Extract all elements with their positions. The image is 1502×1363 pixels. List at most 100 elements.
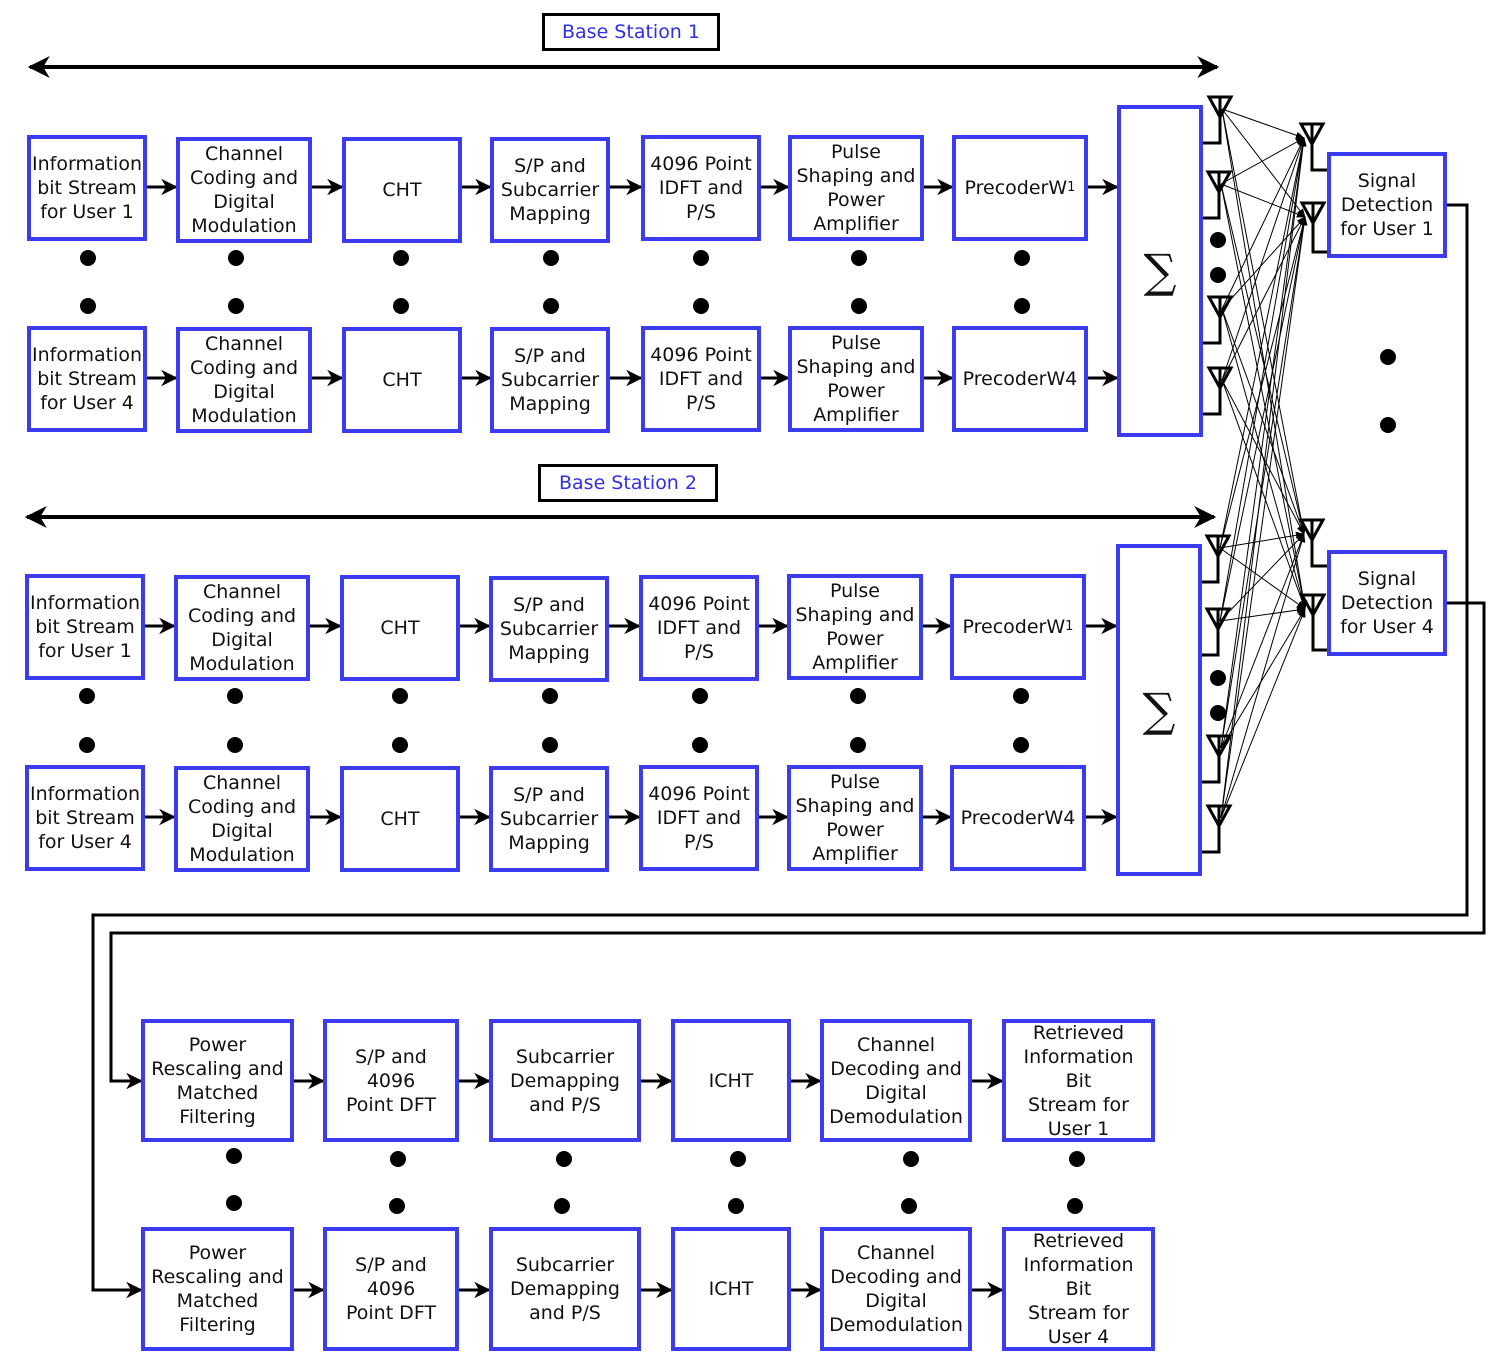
rx-power-rescaling-user4-block: Power Rescaling and Matched Filtering	[141, 1227, 294, 1351]
antenna-ellipsis-dot-1	[1210, 232, 1226, 248]
rx-user4-antenna-icon-2	[1299, 593, 1327, 629]
rx-user4-antenna-icon-1	[1298, 518, 1326, 554]
bs1-ellipsis-dot-3	[393, 250, 409, 266]
bs1-antenna-icon-3	[1206, 295, 1234, 331]
wireless-link-29	[1220, 137, 1307, 819]
wireless-link-25	[1220, 137, 1307, 749]
bs1-antenna-icon-4	[1206, 366, 1234, 402]
rx-user1-antenna-feed-1	[1310, 158, 1327, 172]
bs1-antenna-feed-1	[1203, 131, 1222, 145]
precoder-label: Precoder	[960, 807, 1045, 829]
signal-detection-user1-block: Signal Detection for User 1	[1327, 152, 1447, 258]
precoder-label: Precoder	[962, 368, 1047, 390]
bs2-ellipsis-dot-11	[542, 737, 558, 753]
bs2-ellipsis-dot-13	[850, 737, 866, 753]
rx-user4-antenna-feed-1	[1310, 554, 1327, 568]
bs1-ellipsis-dot-13	[851, 298, 867, 314]
bs2-ellipsis-dot-12	[692, 737, 708, 753]
bs1-antenna-icon-1	[1206, 95, 1234, 131]
bs1-antenna-feed-2	[1203, 206, 1221, 220]
wireless-link-5	[1220, 137, 1305, 185]
precoder-weight: W4	[1046, 368, 1078, 390]
rx-ellipsis-dot-4	[730, 1151, 746, 1167]
bs2-ellipsis-dot-2	[227, 688, 243, 704]
bs2-idft-user1-block: 4096 Point IDFT and P/S	[639, 575, 759, 681]
bs1-idft-user4-block: 4096 Point IDFT and P/S	[641, 326, 761, 432]
rx-ellipsis-dot-12	[1067, 1198, 1083, 1214]
bs1-summation-block: ∑	[1117, 105, 1203, 437]
rx-icht-user1-block: ICHT	[671, 1019, 791, 1142]
rx-user1-antenna-feed-2	[1311, 237, 1327, 254]
bs2-antenna-icon-1	[1204, 534, 1232, 570]
rx-ellipsis-dot-6	[1069, 1151, 1085, 1167]
bs2-ellipsis-dot-3	[392, 688, 408, 704]
bs2-channel-coding-user4-block: Channel Coding and Digital Modulation	[174, 766, 310, 872]
wireless-link-11	[1221, 308, 1305, 535]
wireless-link-26	[1220, 216, 1308, 749]
bs1-ellipsis-dot-14	[1014, 298, 1030, 314]
wireless-link-13	[1221, 137, 1305, 381]
antenna-ellipsis-dot-3	[1210, 670, 1226, 686]
route-detection-user1-to-rx-user4	[91, 203, 1469, 1299]
wireless-link-27	[1220, 533, 1305, 749]
antenna-ellipsis-dot-4	[1210, 705, 1226, 721]
bs2-cht-user1-block: CHT	[340, 575, 460, 681]
wireless-link-9	[1221, 137, 1305, 310]
precoder-weight-letter: W	[1048, 177, 1068, 199]
base-station-1-label: Base Station 1	[542, 13, 720, 51]
rx-demapping-user4-block: Subcarrier Demapping and P/S	[489, 1227, 641, 1351]
bs1-ellipsis-dot-5	[693, 250, 709, 266]
bs2-pulse-shaping-user1-block: Pulse Shaping and Power Amplifier	[787, 574, 923, 680]
bs1-channel-coding-user4-block: Channel Coding and Digital Modulation	[176, 327, 312, 433]
bs2-ellipsis-dot-5	[692, 688, 708, 704]
rx-ellipsis-dot-1	[226, 1148, 242, 1164]
bs1-antenna-feed-3	[1203, 331, 1222, 345]
bs2-sp-mapping-user1-block: S/P and Subcarrier Mapping	[489, 576, 609, 682]
bs1-ellipsis-dot-10	[393, 298, 409, 314]
wireless-link-31	[1220, 533, 1306, 819]
rx-retrieved-bits-user1-block: Retrieved Information Bit Stream for Use…	[1002, 1019, 1155, 1142]
bs1-info-stream-user1-block: Information bit Stream for User 1	[27, 135, 147, 241]
bs1-ellipsis-dot-1	[80, 250, 96, 266]
wireless-link-15	[1221, 379, 1305, 535]
bs1-channel-coding-user1-block: Channel Coding and Digital Modulation	[176, 137, 312, 243]
bs1-ellipsis-dot-4	[543, 250, 559, 266]
bs1-ellipsis-dot-2	[228, 250, 244, 266]
wireless-link-3	[1221, 108, 1307, 535]
bs2-antenna-feed-2	[1202, 643, 1220, 657]
wireless-link-18	[1219, 216, 1307, 549]
precoder-weight-letter: W	[1046, 616, 1066, 638]
bs2-pulse-shaping-user4-block: Pulse Shaping and Power Amplifier	[787, 765, 923, 871]
wireless-link-19	[1219, 531, 1305, 549]
bs1-ellipsis-dot-6	[851, 250, 867, 266]
rx-dft-user4-block: S/P and 4096 Point DFT	[323, 1227, 459, 1351]
rx-power-rescaling-user1-block: Power Rescaling and Matched Filtering	[141, 1019, 294, 1142]
bs2-channel-coding-user1-block: Channel Coding and Digital Modulation	[174, 575, 310, 681]
wireless-link-4	[1221, 108, 1308, 610]
bs2-ellipsis-dot-1	[79, 688, 95, 704]
rx-retrieved-bits-user4-block: Retrieved Information Bit Stream for Use…	[1002, 1227, 1155, 1351]
rx-channel-decoding-user4-block: Channel Decoding and Digital Demodulatio…	[820, 1227, 972, 1351]
wireless-link-32	[1220, 608, 1306, 819]
bs2-antenna-feed-1	[1202, 570, 1220, 584]
bs1-sp-mapping-user4-block: S/P and Subcarrier Mapping	[490, 327, 610, 433]
bs2-antenna-feed-3	[1202, 770, 1221, 784]
bs2-info-stream-user4-block: Information bit Stream for User 4	[25, 765, 145, 871]
rx-dft-user1-block: S/P and 4096 Point DFT	[323, 1019, 459, 1142]
rx-ellipsis-dot-8	[389, 1198, 405, 1214]
bs2-antenna-icon-4	[1205, 804, 1233, 840]
rx-ellipsis-dot-9	[554, 1198, 570, 1214]
rx-user1-antenna-icon-2	[1299, 201, 1327, 237]
bs2-ellipsis-dot-8	[79, 737, 95, 753]
bs1-cht-user4-block: CHT	[342, 327, 462, 433]
bs1-ellipsis-dot-7	[1014, 250, 1030, 266]
wireless-link-30	[1220, 216, 1308, 819]
rx-channel-decoding-user1-block: Channel Decoding and Digital Demodulatio…	[820, 1019, 972, 1142]
bs2-ellipsis-dot-14	[1013, 737, 1029, 753]
signal-detection-user4-block: Signal Detection for User 4	[1327, 550, 1447, 656]
